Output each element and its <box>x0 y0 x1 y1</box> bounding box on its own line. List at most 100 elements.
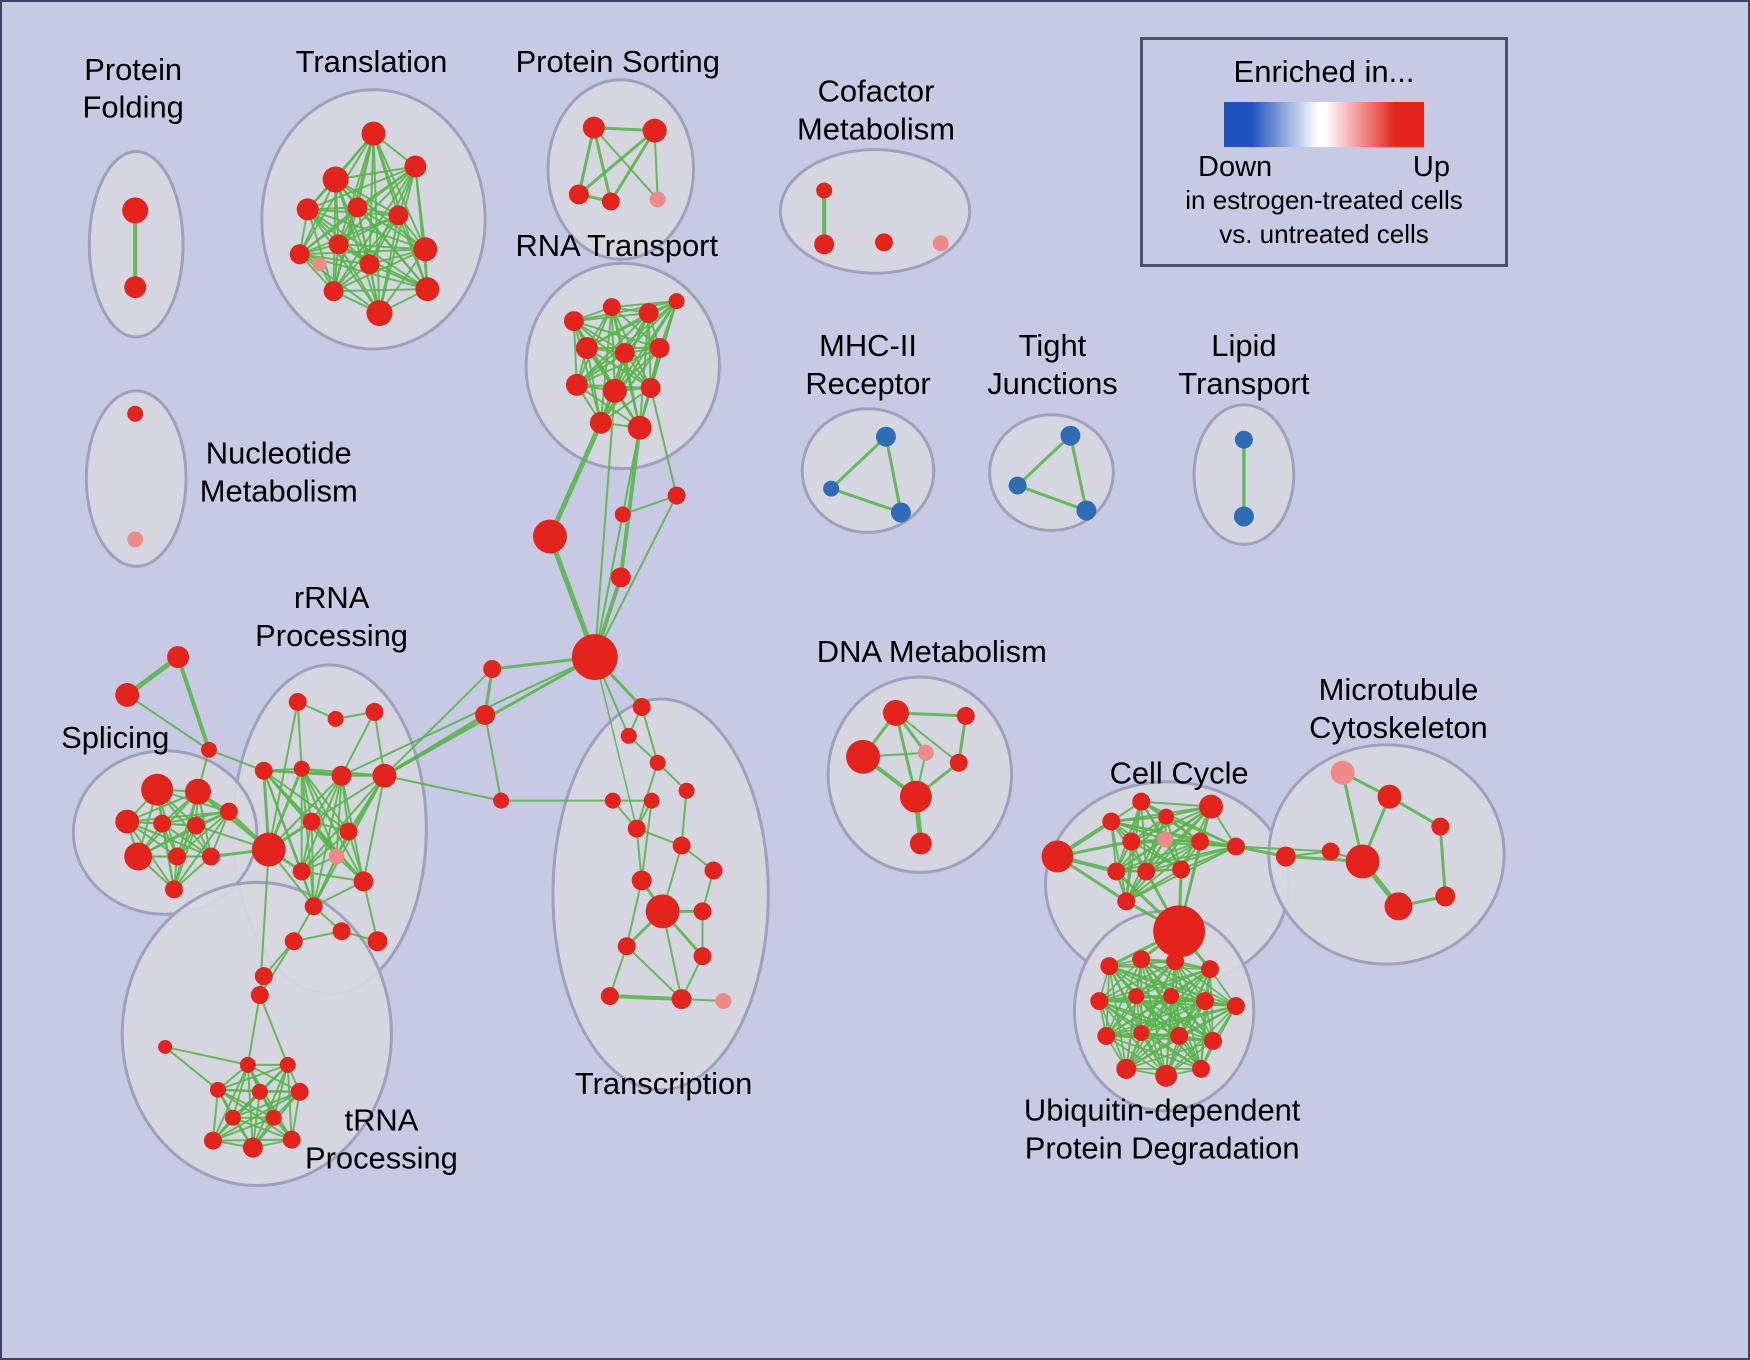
legend-title: Enriched in... <box>1233 54 1415 89</box>
network-node-mc3 <box>1275 846 1296 867</box>
network-node-cc3 <box>1132 792 1151 811</box>
network-edge <box>298 214 400 256</box>
network-edge <box>173 810 230 891</box>
network-edge <box>164 1045 249 1066</box>
network-node-rr7 <box>372 763 397 788</box>
network-node-ps1 <box>582 116 605 139</box>
network-node-dm2 <box>956 706 975 725</box>
network-node-tp2 <box>158 1039 173 1054</box>
node-layer <box>115 116 1456 1158</box>
cluster-ellipse-trna-processing <box>120 880 393 1188</box>
network-node-ub6 <box>1128 988 1145 1005</box>
cluster-label-cofactor-metabolism-line2: Metabolism <box>797 112 955 147</box>
network-node-t7 <box>328 234 349 255</box>
network-edge <box>1105 1000 1206 1037</box>
network-node-mc5 <box>1345 844 1380 879</box>
network-edge <box>625 879 643 948</box>
network-node-mh1 <box>875 426 896 447</box>
network-node-rr6 <box>331 765 352 786</box>
network-node-tj2 <box>1008 476 1027 495</box>
network-edge <box>383 774 503 802</box>
network-edge <box>1115 840 1202 873</box>
network-node-cf2 <box>814 234 835 255</box>
network-node-tp6 <box>251 1083 268 1100</box>
network-node-nm1 <box>127 405 144 422</box>
network-node-rr8 <box>302 812 321 831</box>
network-node-r1 <box>563 311 584 332</box>
network-node-tp12 <box>282 1130 301 1149</box>
network-node-mc8 <box>1435 886 1456 907</box>
cluster-label-translation-line1: Translation <box>296 44 448 79</box>
network-edge <box>1105 1005 1237 1037</box>
network-edge <box>577 126 596 196</box>
network-node-tx1 <box>632 697 651 716</box>
network-node-ps2 <box>642 118 667 143</box>
network-edge <box>300 767 365 883</box>
network-node-cc4 <box>1158 808 1175 825</box>
network-node-sp1 <box>141 773 174 806</box>
network-node-rr14 <box>332 922 351 941</box>
network-node-cf3 <box>875 233 893 252</box>
network-node-rr11 <box>292 862 311 881</box>
network-node-sg3 <box>200 741 217 758</box>
network-edge <box>126 810 230 823</box>
legend-subtitle-line1: in estrogen-treated cells <box>1185 185 1463 215</box>
network-edge <box>1115 845 1237 873</box>
network-node-c9 <box>643 792 660 809</box>
legend-endpoint-labels: Down Up <box>1198 151 1450 184</box>
network-edge <box>267 774 343 851</box>
network-edge <box>640 799 653 882</box>
network-node-cc2 <box>1102 812 1121 831</box>
network-node-cc13 <box>1153 905 1206 958</box>
network-edge <box>176 655 211 752</box>
cluster-label-transcription-line1: Transcription <box>575 1066 752 1101</box>
network-node-r4 <box>668 293 685 310</box>
network-edge <box>362 880 379 943</box>
network-node-ub16 <box>1192 1059 1211 1078</box>
cluster-ellipse-nucleotide-metabolism <box>84 389 188 568</box>
network-edge <box>1145 845 1237 873</box>
network-node-ub2 <box>1132 950 1151 969</box>
network-node-tp8 <box>224 1109 241 1126</box>
network-node-ub12 <box>1170 1026 1189 1045</box>
network-edge <box>1125 995 1138 1070</box>
network-edge <box>1110 820 1128 903</box>
network-edge <box>332 288 429 293</box>
network-node-ub13 <box>1204 1031 1222 1050</box>
network-node-tx7 <box>672 836 691 855</box>
cluster-label-microtubule-cytoskeleton-line2: Cytoskeleton <box>1309 710 1488 745</box>
network-node-t13 <box>415 277 440 302</box>
network-edge <box>1115 838 1167 873</box>
network-edge <box>884 435 903 514</box>
network-edge <box>1105 1035 1214 1042</box>
network-edge <box>680 789 688 847</box>
network-node-cc1 <box>1041 840 1074 873</box>
network-edge <box>1145 840 1202 873</box>
network-node-mc4 <box>1321 842 1340 861</box>
cluster-ellipse-rna-transport <box>524 261 721 471</box>
cluster-label-mhc-ii-receptor-line2: Receptor <box>805 366 930 401</box>
network-node-cc8 <box>1191 832 1210 851</box>
network-node-sp2 <box>185 778 211 805</box>
network-edge <box>340 656 596 777</box>
network-edge <box>610 300 678 309</box>
network-node-pf1 <box>122 197 149 224</box>
network-node-tx5 <box>604 792 621 809</box>
network-edge <box>298 132 375 256</box>
network-edge <box>1125 1035 1181 1070</box>
network-edge <box>1174 960 1237 1007</box>
network-edge <box>1438 825 1447 898</box>
network-node-rr13 <box>304 897 323 916</box>
network-node-c5 <box>571 634 618 680</box>
network-edge <box>298 253 371 266</box>
network-node-sp3 <box>115 809 140 834</box>
network-node-tx16 <box>715 993 732 1010</box>
network-edge <box>231 1116 293 1141</box>
network-node-ps5 <box>649 191 666 208</box>
legend-down-label: Down <box>1198 151 1273 183</box>
network-edge <box>258 940 295 997</box>
network-edge <box>1115 815 1168 873</box>
network-node-ub15 <box>1155 1064 1178 1087</box>
network-node-r2 <box>602 298 621 317</box>
network-node-tp10 <box>203 1131 222 1150</box>
